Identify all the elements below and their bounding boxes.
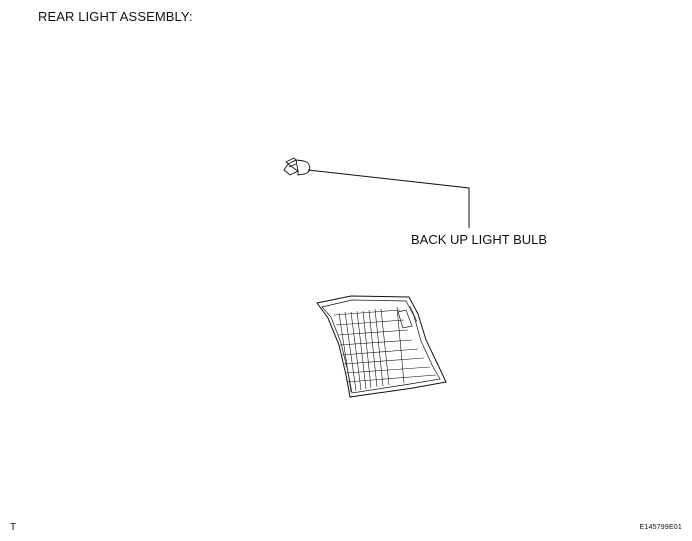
bulb-leader-line: [307, 169, 470, 228]
figure-code: E145799E01: [639, 524, 682, 531]
tail-lamp-icon: [316, 295, 447, 398]
bulb-icon: [283, 157, 311, 176]
corner-mark: T: [10, 522, 17, 533]
bulb-callout-label: BACK UP LIGHT BULB: [411, 232, 548, 247]
diagram-title: REAR LIGHT ASSEMBLY:: [38, 9, 193, 24]
